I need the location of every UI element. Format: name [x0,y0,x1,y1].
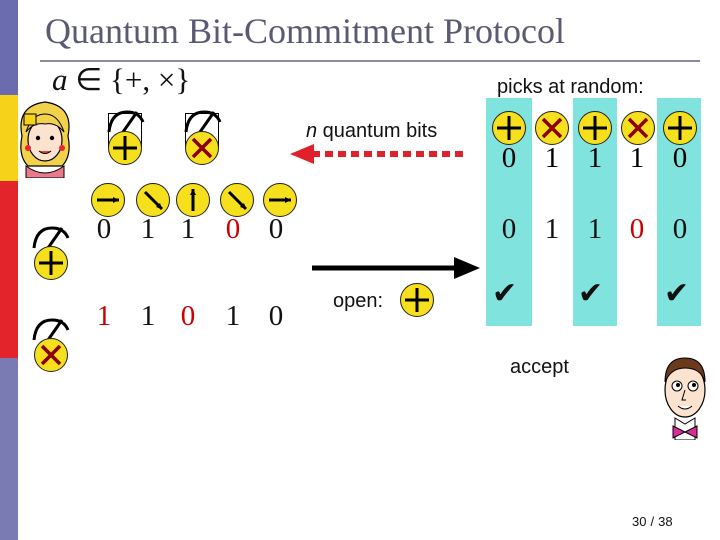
bob-value: 1 [629,142,645,174]
alice-plus-digit: 1 [180,213,196,245]
quantum-bits-label: n quantum bits [306,120,437,143]
alice-times-digit-highlight: 0 [180,300,196,332]
alice-times-digit: 1 [140,300,156,332]
alice-avatar [20,101,70,178]
photon-horizontal-icon [263,183,297,217]
picks-at-random-label: picks at random: [497,76,644,98]
sidebar-stripe-purple [0,358,18,540]
bob-result: 0 [501,213,517,245]
n-variable: n [306,120,318,142]
alice-times-digit-highlight: 1 [96,300,112,332]
checkmark-icon: ✔ [578,276,604,311]
sidebar-stripe-red [0,181,18,358]
plus-basis-coin-icon [578,111,612,145]
quantum-bits-arrow-left [290,144,464,164]
alice-times-digit: 1 [225,300,241,332]
photon-vertical-icon [176,183,210,217]
alice-plus-digit: 0 [96,213,112,245]
times-basis-coin-icon [34,338,68,372]
alice-plus-digit-highlight: 0 [225,213,241,245]
photon-diagonal-icon [220,183,254,217]
bob-result-highlight: 0 [629,213,645,245]
plus-basis-coin-icon [492,111,526,145]
plus-basis-coin-icon [400,283,434,317]
checkmark-icon: ✔ [492,276,518,311]
sidebar-stripe-blue [0,0,18,95]
times-basis-coin-icon [621,111,655,145]
bob-value: 0 [672,142,688,174]
bob-value: 1 [544,142,560,174]
plus-basis-coin-icon [34,246,68,280]
bob-result: 1 [544,213,560,245]
bob-result: 1 [587,213,603,245]
open-label: open: [333,290,384,312]
plus-basis-coin-icon [108,131,142,165]
measurement-dial-icon [184,110,222,133]
checkmark-icon: ✔ [664,276,690,311]
open-arrow-right [312,257,480,279]
times-basis-coin-icon [185,131,219,165]
photon-horizontal-icon [91,183,125,217]
times-basis-coin-icon [535,111,569,145]
photon-diagonal-icon [136,183,170,217]
page-separator: / [650,514,655,529]
page-current: 30 [632,514,647,529]
alice-plus-digit: 1 [140,213,156,245]
alice-plus-digit: 0 [268,213,284,245]
measurement-dial-icon [107,110,145,133]
quantum-bits-text: quantum bits [317,120,438,142]
math-set: ∈ {+, ×} [75,62,191,97]
bob-result: 0 [672,213,688,245]
measurement-dial-icon [32,318,70,341]
title-underline [40,60,700,62]
math-variable: a [52,62,68,97]
page-number: 30/38 [630,514,675,529]
bob-value: 1 [587,142,603,174]
page-total: 38 [658,514,673,529]
math-line: a ∈ {+, ×} [52,62,190,98]
bob-avatar [664,357,706,440]
measurement-dial-icon [32,226,70,249]
sidebar-stripe-yellow [0,95,18,181]
slide-title: Quantum Bit-Commitment Protocol [45,11,565,51]
bob-value: 0 [501,142,517,174]
plus-basis-coin-icon [663,111,697,145]
alice-times-digit: 0 [268,300,284,332]
accept-label: accept [510,356,569,378]
